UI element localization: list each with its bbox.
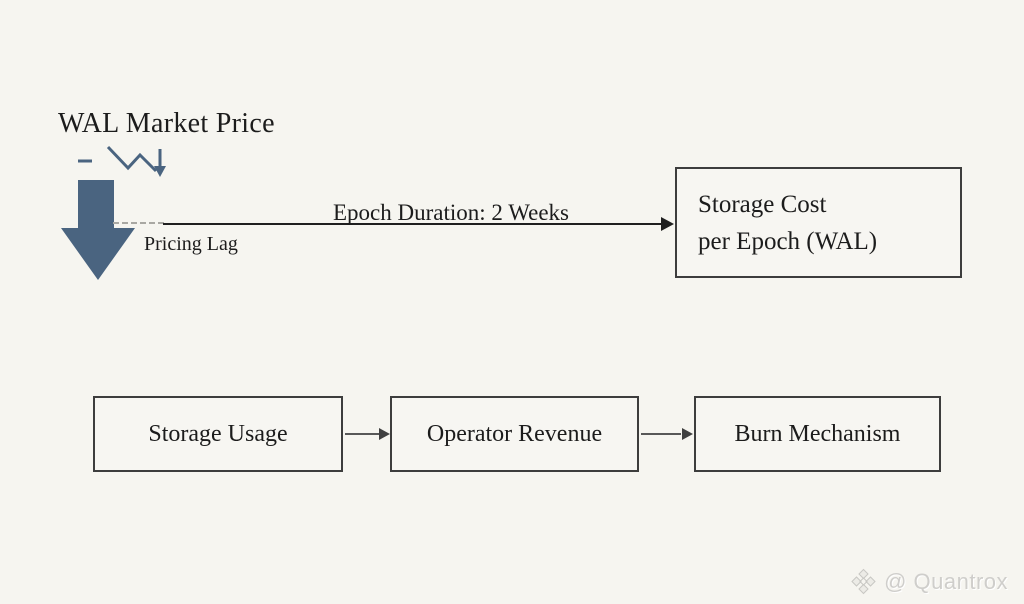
- epoch-duration-label: Epoch Duration: 2 Weeks: [333, 200, 569, 225]
- operator-revenue-label: Operator Revenue: [426, 420, 603, 447]
- storage-usage-box: Storage Usage: [93, 396, 343, 472]
- burn-mechanism-box: Burn Mechanism: [694, 396, 941, 472]
- storage-cost-line1: Storage Cost: [698, 190, 827, 218]
- revenue-to-burn-arrowhead-icon: [682, 428, 693, 440]
- pricing-lag-dashed-line: [113, 222, 164, 224]
- wal-market-price-title: WAL Market Price: [58, 108, 275, 139]
- falling-price-icon: [78, 145, 166, 177]
- usage-to-revenue-arrowhead-icon: [379, 428, 390, 440]
- down-block-arrow-icon: [61, 180, 135, 280]
- storage-cost-box: Storage Cost per Epoch (WAL): [675, 167, 962, 278]
- usage-to-revenue-arrow-line: [345, 433, 379, 435]
- pricing-lag-label: Pricing Lag: [144, 233, 238, 255]
- storage-usage-label: Storage Usage: [148, 420, 288, 447]
- operator-revenue-box: Operator Revenue: [390, 396, 639, 472]
- epoch-arrow-line: [163, 223, 662, 225]
- watermark: @ Quantrox: [850, 568, 1008, 595]
- revenue-to-burn-arrow-line: [641, 433, 681, 435]
- watermark-label: @ Quantrox: [884, 568, 1008, 594]
- burn-mechanism-label: Burn Mechanism: [734, 420, 901, 447]
- storage-cost-line2: per Epoch (WAL): [698, 227, 878, 255]
- epoch-arrowhead-icon: [661, 217, 674, 231]
- diamond-logo-icon: [851, 568, 876, 595]
